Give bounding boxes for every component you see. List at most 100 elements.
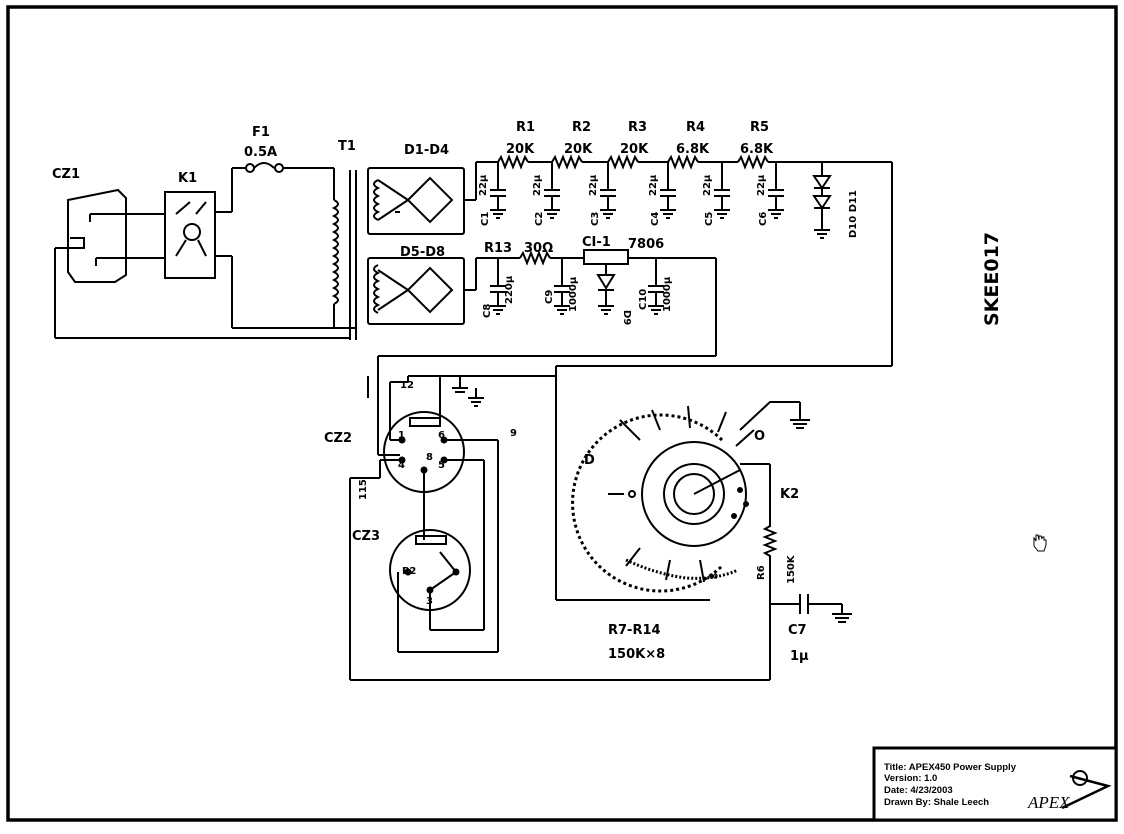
capacitor-c9 [554, 258, 570, 315]
label-r13-value: 30Ω [524, 241, 553, 256]
label-r2: R2 [572, 120, 591, 135]
label-ic1-value: 7806 [628, 237, 664, 252]
resistor-r3 [607, 154, 639, 170]
label-infinity: ∞ [708, 569, 719, 584]
title-block-version: Version: 1.0 [884, 773, 937, 784]
resistor-r1 [497, 154, 529, 170]
bridge-d1-d4 [367, 167, 465, 235]
label-r5-value: 6.8K [740, 142, 774, 157]
label-pin-115: 115 [358, 479, 369, 500]
label-k2: K2 [780, 487, 799, 502]
diode-d9 [596, 274, 616, 315]
label-c8: C8 [482, 304, 493, 318]
label-c5-value: 22µ [702, 174, 713, 196]
capacitor-c8 [490, 258, 506, 315]
label-c10: C10 [638, 289, 649, 310]
label-pin-5: 5 [438, 460, 445, 471]
transformer-t1 [232, 170, 381, 340]
cz3-socket [389, 529, 471, 611]
resistor-r2 [551, 154, 583, 170]
fuse-f1 [245, 162, 284, 173]
component-labels: CZ1 K1 F1 0.5A T1 D1-D4 D5-D8 R1 20K R2 … [52, 120, 859, 664]
label-c4-value: 22µ [648, 174, 659, 196]
capacitor-c2 [544, 162, 560, 219]
label-c9-value: 1000µ [568, 276, 579, 312]
label-c10-value: 1000µ [662, 276, 673, 312]
label-r3: R3 [628, 120, 647, 135]
hand-cursor-icon [1033, 534, 1047, 552]
label-r6-value: 150K [786, 554, 797, 584]
label-o: O [754, 429, 765, 444]
capacitor-c4 [660, 162, 676, 219]
resistor-r6 [762, 464, 778, 680]
regulator-7806 [583, 249, 629, 265]
label-c2-value: 22µ [532, 174, 543, 196]
title-block-date: Date: 4/23/2003 [884, 785, 953, 796]
label-c7: C7 [788, 623, 807, 638]
resistor-r4 [667, 154, 699, 170]
label-c1: C1 [480, 212, 491, 226]
label-r4-value: 6.8K [676, 142, 710, 157]
label-r7-r14-value: 150K×8 [608, 647, 665, 662]
label-c4: C4 [650, 212, 661, 226]
resistor-chain-r7-r14 [625, 558, 739, 580]
label-c3-value: 22µ [588, 174, 599, 196]
zener-d10-d11 [812, 162, 832, 239]
label-c2: C2 [534, 212, 545, 226]
bridge-d5-d8 [367, 257, 465, 325]
schematic-diagram [54, 154, 893, 681]
title-block-title: Title: APEX450 Power Supply [884, 762, 1017, 773]
title-block: Title: APEX450 Power Supply Version: 1.0… [872, 746, 1118, 822]
label-pin-6: 6 [438, 430, 445, 441]
rotary-switch-k2 [571, 401, 810, 593]
label-r1: R1 [516, 120, 535, 135]
k1-switch [164, 191, 216, 279]
label-cz2: CZ2 [324, 431, 352, 446]
label-r5: R5 [750, 120, 769, 135]
label-k1: K1 [178, 171, 197, 186]
capacitor-c6 [768, 162, 784, 219]
label-pin-p2: P2 [402, 566, 416, 577]
label-c6: C6 [758, 212, 769, 226]
label-d5-d8: D5-D8 [400, 245, 445, 260]
capacitor-c3 [600, 162, 616, 219]
label-ic1: CI-1 [582, 235, 611, 250]
title-block-drawn-by: Drawn By: Shale Leech [884, 797, 989, 808]
label-d: D [584, 453, 595, 468]
drawing-id: SKEE017 [981, 232, 1003, 326]
label-r4: R4 [686, 120, 705, 135]
label-cz1: CZ1 [52, 167, 80, 182]
drawing-border [6, 5, 1118, 822]
label-d9: D9 [621, 310, 632, 325]
label-d10-d11: D10 D11 [848, 190, 859, 238]
label-pin-12: 12 [400, 380, 414, 391]
label-pin-3: 3 [426, 596, 433, 607]
label-c8-value: 220µ [504, 275, 515, 304]
apex-logo: APEX [1027, 770, 1112, 812]
label-d1-d4: D1-D4 [404, 143, 449, 158]
label-c1-value: 22µ [478, 174, 489, 196]
apex-logo-text: APEX [1027, 793, 1070, 812]
label-c5: C5 [704, 212, 715, 226]
label-c3: C3 [590, 212, 601, 226]
capacitor-c5 [714, 162, 730, 219]
capacitor-c10 [648, 258, 664, 315]
label-pin-1: 1 [398, 430, 405, 441]
label-pin-8: 8 [426, 452, 433, 463]
label-pin-4: 4 [398, 460, 405, 471]
label-c9: C9 [544, 290, 555, 304]
label-r3-value: 20K [620, 142, 649, 157]
label-pin-9: 9 [510, 428, 517, 439]
capacitor-c1 [490, 162, 506, 219]
capacitor-c7 [799, 594, 852, 623]
label-t1: T1 [338, 139, 356, 154]
label-c7-value: 1µ [790, 649, 809, 664]
cz1-connector [55, 188, 127, 283]
label-r1-value: 20K [506, 142, 535, 157]
label-r7-r14: R7-R14 [608, 623, 661, 638]
label-fuse-rating: 0.5A [244, 145, 277, 160]
label-r2-value: 20K [564, 142, 593, 157]
label-c6-value: 22µ [756, 174, 767, 196]
resistor-r13 [519, 250, 551, 266]
